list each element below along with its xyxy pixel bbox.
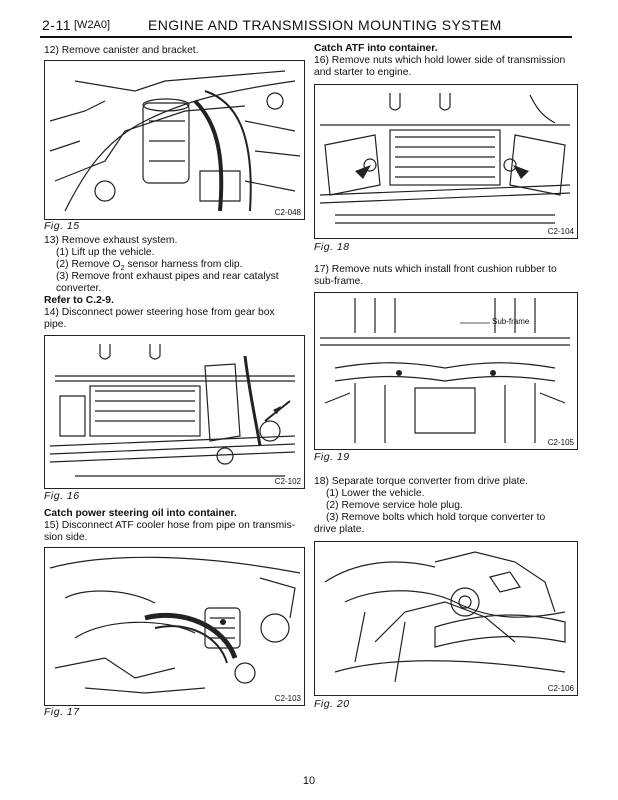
figure-16-drawing (49, 344, 296, 477)
step-18-3-cont: drive plate. (314, 524, 365, 535)
figure-15-caption: Fig. 15 (44, 220, 80, 232)
figure-17-code: C2-103 (274, 694, 301, 703)
step-16: 16) Remove nuts which hold lower side of… (314, 55, 566, 66)
catch-power-steering-note: Catch power steering oil into container. (44, 508, 237, 519)
step-13-2-end: sensor harness from clip. (124, 259, 243, 270)
step-13-1: (1) Lift up the vehicle. (56, 247, 155, 258)
section-number: 2-11 (42, 17, 71, 33)
page-title: ENGINE AND TRANSMISSION MOUNTING SYSTEM (148, 17, 502, 33)
step-13-2-start: (2) Remove O (56, 259, 121, 270)
figure-16-illustration: C2-102 (44, 335, 305, 489)
step-17: 17) Remove nuts which install front cush… (314, 264, 557, 275)
step-18-1: (1) Lower the vehicle. (326, 488, 425, 499)
step-18: 18) Separate torque converter from drive… (314, 476, 529, 487)
figure-17-illustration: C2-103 (44, 547, 305, 706)
section-code: [W2A0] (74, 19, 111, 31)
figure-19-illustration: Sub-frame C2-105 (314, 292, 578, 450)
figure-19-drawing (320, 298, 570, 443)
figure-18-illustration: C2-104 (314, 84, 578, 239)
figure-20-illustration: C2-106 (314, 541, 578, 696)
step-13-2: (2) Remove O2 sensor harness from clip. (56, 259, 242, 275)
step-13-2-subscript: 2 (120, 265, 125, 273)
figure-19-code: C2-105 (547, 438, 574, 447)
step-14: 14) Disconnect power steering hose from … (44, 307, 275, 318)
sub-frame-callout: Sub-frame (492, 317, 530, 326)
figure-18-caption: Fig. 18 (314, 241, 350, 253)
figure-18-code: C2-104 (547, 227, 574, 236)
figure-15-code: C2-048 (274, 208, 301, 217)
catch-atf-note: Catch ATF into container. (314, 43, 438, 54)
step-13-3: (3) Remove front exhaust pipes and rear … (56, 271, 279, 282)
step-13-3-cont: converter. (56, 283, 102, 294)
step-15: 15) Disconnect ATF cooler hose from pipe… (44, 520, 296, 531)
figure-16-code: C2-102 (274, 477, 301, 486)
figure-18-drawing (319, 93, 571, 224)
header-rule (40, 36, 572, 38)
step-18-3: (3) Remove bolts which hold torque conve… (326, 512, 546, 523)
page-header: 2-11 [W2A0] ENGINE AND TRANSMISSION MOUN… (40, 16, 572, 38)
reference-note: Refer to C.2-9. (44, 295, 114, 306)
step-17-cont: sub-frame. (314, 276, 364, 287)
figure-20-drawing (324, 551, 566, 683)
page-number: 10 (302, 775, 316, 787)
figure-17-drawing (49, 556, 301, 694)
step-13: 13) Remove exhaust system. (44, 235, 178, 246)
step-16-cont: and starter to engine. (314, 67, 412, 78)
step-18-2: (2) Remove service hole plug. (326, 500, 463, 511)
figure-15-drawing (49, 70, 301, 212)
figure-15-illustration: C2-048 (44, 60, 305, 220)
figure-17-caption: Fig. 17 (44, 706, 80, 718)
step-14-cont: pipe. (44, 319, 67, 330)
figure-20-code: C2-106 (547, 684, 574, 693)
figure-20-caption: Fig. 20 (314, 698, 350, 710)
step-12: 12) Remove canister and bracket. (44, 45, 199, 56)
figure-16-caption: Fig. 16 (44, 490, 80, 502)
figure-19-caption: Fig. 19 (314, 451, 350, 463)
step-15-cont: sion side. (44, 532, 88, 543)
